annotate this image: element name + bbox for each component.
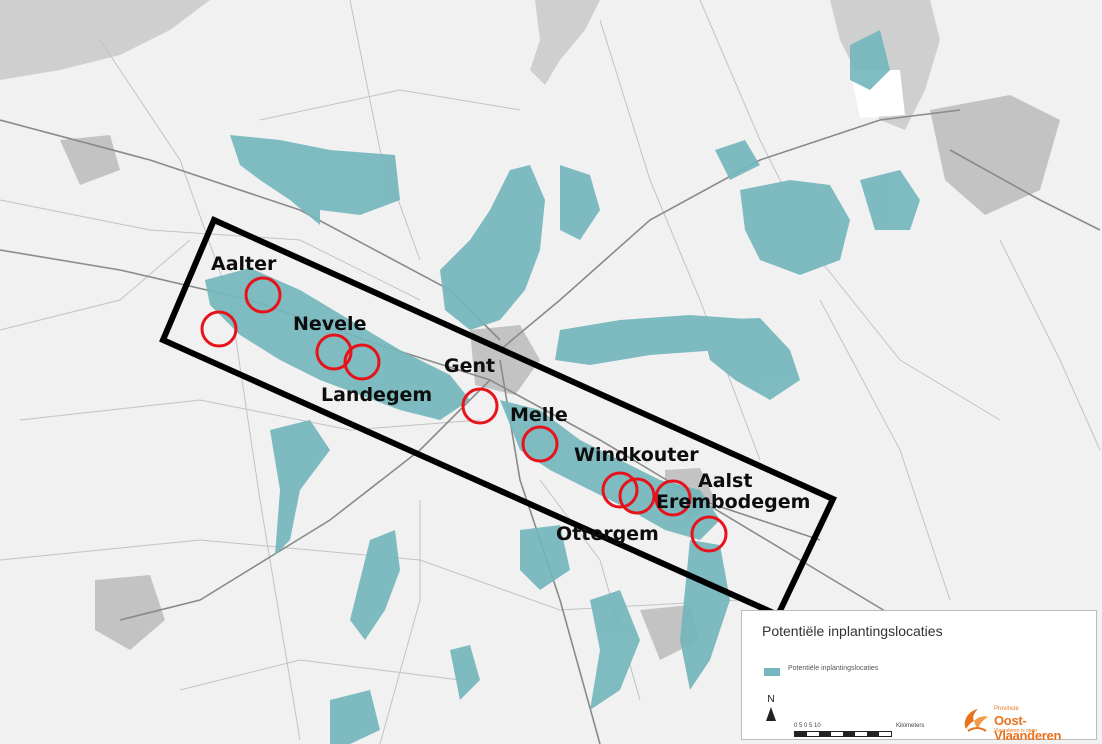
logo-sub-text: Vlaanderen is open	[994, 728, 1038, 734]
road-minor	[999, 239, 1101, 451]
logo-small-text: Provincie	[994, 706, 1019, 712]
zone-polygon	[560, 165, 600, 240]
marker-layer	[200, 276, 728, 553]
zone-polygon	[590, 590, 640, 710]
red-circle-marker	[200, 310, 238, 348]
place-label-landegem: Landegem	[321, 384, 432, 406]
scale-units-label: Kilometers	[896, 723, 925, 729]
zone-polygon	[450, 645, 480, 700]
north-label: N	[767, 694, 775, 705]
scale-tick-labels: 0 5 0 5 10	[794, 723, 821, 729]
potential-zones-layer	[205, 30, 920, 744]
province-logo: Provincie Oost-Vlaanderen Vlaanderen is …	[960, 703, 1090, 743]
legend-swatch-icon	[764, 668, 780, 676]
red-circle-marker	[690, 515, 728, 553]
zone-polygon	[740, 180, 850, 275]
legend-title: Potentiële inplantingslocaties	[762, 623, 943, 639]
zone-polygon	[715, 140, 760, 180]
place-label-erembodegem: Erembodegem	[656, 491, 810, 513]
road-minor	[19, 399, 481, 431]
zone-polygon	[850, 30, 890, 90]
north-arrow-icon	[766, 707, 776, 721]
coastline-water	[0, 0, 210, 80]
zone-polygon	[330, 690, 380, 744]
scale-bar-icon	[794, 731, 892, 737]
place-label-gent: Gent	[444, 355, 495, 377]
canal-north-water	[530, 0, 600, 85]
zone-polygon	[230, 135, 400, 225]
zone-polygon	[440, 165, 545, 330]
province-logo-icon	[964, 709, 988, 732]
place-label-windkouter: Windkouter	[574, 444, 699, 466]
red-circle-marker	[618, 477, 656, 515]
red-circle-marker	[315, 333, 353, 371]
road-minor	[349, 0, 421, 261]
road-e17-south	[119, 379, 491, 621]
place-label-ottergem: Ottergem	[556, 523, 659, 545]
red-circle-marker	[654, 479, 692, 517]
urban-antwerp	[930, 95, 1060, 215]
road-minor	[259, 89, 521, 121]
road-ring	[949, 149, 1101, 231]
place-label-aalst: Aalst	[698, 470, 752, 492]
urban-kortrijk	[95, 575, 165, 650]
road-minor	[819, 299, 951, 601]
zone-polygon	[350, 530, 400, 640]
red-circle-marker	[601, 471, 639, 509]
map-legend: Potentiële inplantingslocaties Potentiël…	[741, 610, 1097, 743]
zone-polygon	[270, 420, 330, 555]
place-label-melle: Melle	[510, 404, 568, 426]
red-circle-marker	[521, 425, 559, 463]
road-e17-north	[499, 109, 961, 351]
road-minor	[379, 500, 421, 744]
logo-name: Oost-Vlaanderen	[994, 713, 1062, 743]
zone-polygon	[860, 170, 920, 230]
red-circle-marker	[343, 343, 381, 381]
label-layer: Aalter Nevele Landegem Gent Melle Windko…	[211, 253, 810, 545]
place-label-aalter: Aalter	[211, 253, 277, 275]
red-circle-marker	[461, 387, 499, 425]
road-minor	[0, 239, 191, 331]
zone-polygon	[205, 268, 470, 420]
red-circle-marker	[244, 276, 282, 314]
place-label-nevele: Nevele	[293, 313, 366, 335]
road-minor	[599, 19, 761, 461]
legend-item-label: Potentiële inplantingslocaties	[788, 665, 879, 672]
zone-polygon	[520, 525, 570, 590]
north-arrow: N	[764, 695, 778, 721]
scale-bar: 0 5 0 5 10 Kilometers	[794, 723, 964, 739]
zone-polygon	[700, 318, 800, 400]
road-minor	[179, 659, 461, 691]
road-minor	[0, 199, 421, 301]
